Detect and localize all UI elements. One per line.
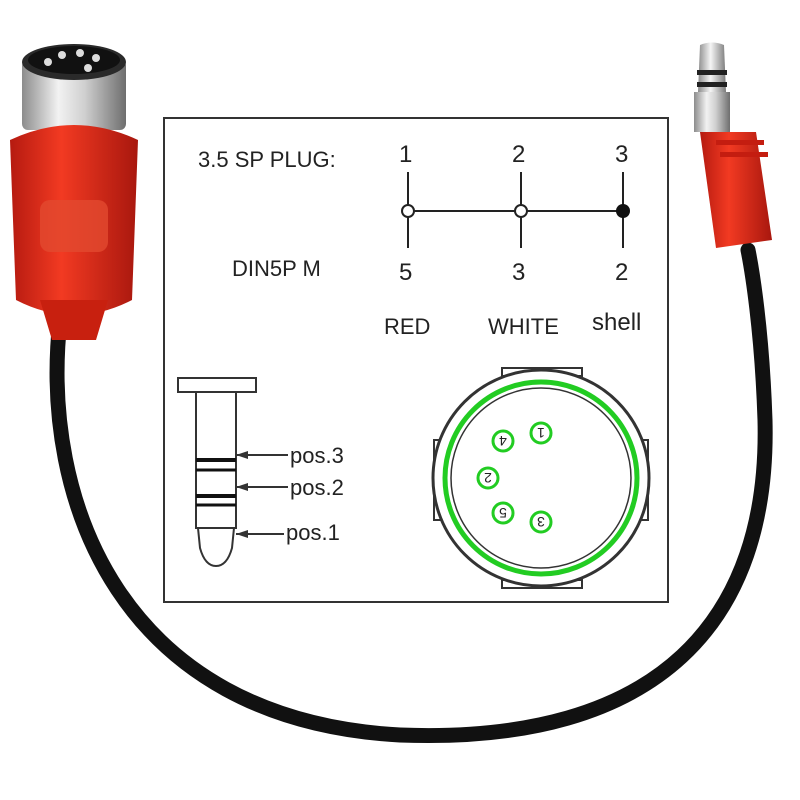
- plug-header-label: 3.5 SP PLUG:: [198, 147, 336, 172]
- plug-pin-2: 2: [512, 141, 525, 168]
- svg-text:3: 3: [537, 514, 545, 530]
- din-face-pin-4: 4: [491, 429, 515, 453]
- svg-text:1: 1: [537, 425, 545, 441]
- junction-filled-3: [616, 204, 630, 218]
- wire-label-white: WHITE: [488, 314, 559, 339]
- din-face-pin-5: 5: [491, 501, 515, 525]
- plug-pin-1: 1: [399, 141, 412, 168]
- jack-pos-2-label: pos.2: [290, 475, 344, 500]
- din-connector: [10, 44, 138, 340]
- din-pin-3: 3: [512, 259, 525, 286]
- junction-open-2: [514, 204, 528, 218]
- black-cable: [49, 242, 773, 744]
- arrow-pos2: [236, 483, 248, 491]
- jack-pos-1-label: pos.1: [286, 520, 340, 545]
- din-face-pin-3: 3: [529, 510, 553, 534]
- arrow-pos1: [236, 530, 248, 538]
- svg-text:5: 5: [499, 505, 507, 521]
- svg-text:4: 4: [499, 433, 507, 449]
- din-face-drawing: [431, 367, 651, 589]
- wire-label-red: RED: [384, 314, 430, 339]
- din-pin-2: 2: [615, 259, 628, 286]
- arrow-pos3: [236, 451, 248, 459]
- din-face-pin-1: 1: [529, 421, 553, 445]
- svg-text:2: 2: [484, 470, 492, 486]
- junction-open-1: [401, 204, 415, 218]
- din-model-label: DIN5P M: [232, 256, 321, 281]
- jack-pos-3-label: pos.3: [290, 443, 344, 468]
- plug-pin-3: 3: [615, 141, 628, 168]
- jack-plug: [694, 42, 772, 248]
- din-face-pin-2: 2: [476, 466, 500, 490]
- din-pin-5: 5: [399, 259, 412, 286]
- wire-label-shell: shell: [592, 309, 641, 336]
